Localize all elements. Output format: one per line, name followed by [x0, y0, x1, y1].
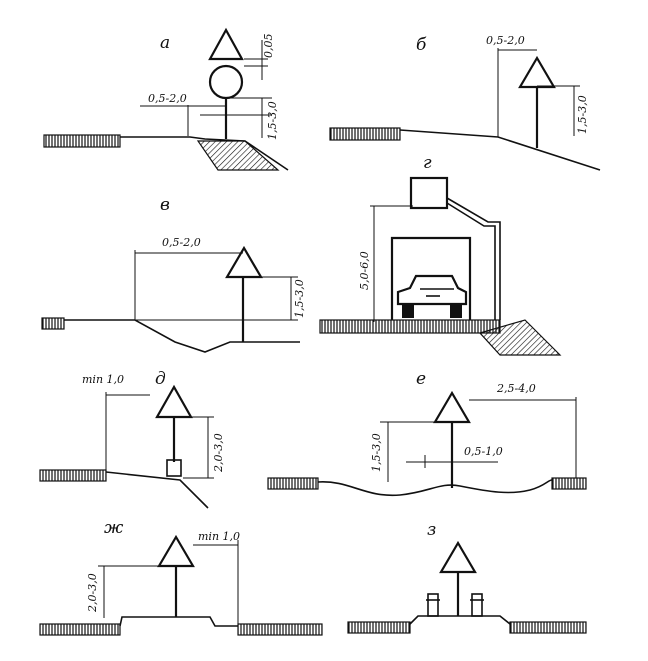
barrier-post [471, 593, 483, 617]
road-surface [41, 317, 65, 330]
triangle-sign [157, 534, 195, 568]
road-surface [551, 477, 587, 490]
car-wheel [402, 304, 414, 318]
triangle-sign [208, 27, 244, 61]
triangle-sign [225, 245, 263, 279]
road-surface [43, 134, 121, 148]
car-body [396, 274, 468, 306]
ground-line [120, 136, 289, 171]
panel-letter: а [160, 33, 170, 53]
panel-zh: ж min 1,0 2,0-3,0 [39, 518, 323, 636]
panel-letter: в [160, 195, 170, 215]
panel-letter: з [427, 520, 436, 540]
dim-label: 2,0-3,0 [212, 433, 225, 473]
road-surface [39, 623, 121, 636]
overhead-sign [409, 176, 449, 210]
dim-label: 1,5-3,0 [370, 433, 383, 472]
ground-line [119, 616, 238, 627]
tunnel-portal [390, 236, 472, 320]
panel-letter: д [155, 369, 166, 389]
dim-label: 0,05 [262, 34, 275, 59]
dim-label: 1,5-3,0 [293, 279, 306, 318]
panel-letter: б [416, 35, 427, 55]
ground-line [317, 479, 553, 497]
road-surface [329, 127, 401, 141]
triangle-sign [439, 540, 477, 574]
panel-letter: ж [104, 518, 124, 538]
ground-line [64, 319, 300, 353]
panel-g: г 5,0-6,0 [319, 153, 562, 356]
road-surface [237, 623, 323, 636]
barrier-post [427, 593, 439, 617]
road-surface [319, 319, 501, 334]
ground-line [105, 471, 209, 509]
panel-letter: е [416, 369, 426, 389]
dim-label: 1,5-3,0 [576, 95, 589, 134]
triangle-sign [518, 55, 556, 89]
car [396, 274, 468, 318]
dim-label: 2,5-4,0 [496, 382, 536, 395]
panel-b: б 0,5-2,0 1,5-3,0 [329, 34, 601, 171]
panel-a: а 0,05 0,5-2,0 1,5-3,0 [43, 27, 289, 171]
dim-label: min 1,0 [82, 373, 124, 386]
embankment [196, 140, 280, 171]
sign-bracket [446, 197, 501, 320]
panel-d: д min 1,0 2,0-3,0 [39, 369, 225, 509]
dim-label: 0,5-1,0 [464, 445, 503, 458]
embankment [478, 319, 562, 356]
sign-base [166, 459, 182, 477]
dim-label: 0,5-2,0 [486, 34, 525, 47]
car-wheel [450, 304, 462, 318]
road-surface [267, 477, 319, 490]
road-surface [347, 621, 411, 634]
panel-z: з [347, 520, 587, 634]
dim-label: 5,0-6,0 [358, 251, 371, 290]
panel-e: е 2,5-4,0 1,5-3,0 0,5-1,0 [267, 369, 587, 497]
panel-v: в 0,5-2,0 1,5-3,0 [41, 195, 306, 353]
dim-label: 0,5-2,0 [162, 236, 201, 249]
triangle-sign [433, 390, 471, 424]
dim-label: 2,0-3,0 [86, 573, 99, 613]
sign-bracket [446, 202, 496, 320]
ground-line [409, 615, 511, 625]
road-surface [509, 621, 587, 634]
road-surface [39, 469, 107, 482]
dim-label: min 1,0 [198, 530, 240, 543]
round-sign [208, 64, 244, 100]
dim-label: 0,5-2,0 [148, 92, 187, 105]
triangle-sign [155, 384, 193, 419]
dim-label: 1,5-3,0 [266, 101, 279, 140]
panel-letter: г [423, 153, 432, 173]
